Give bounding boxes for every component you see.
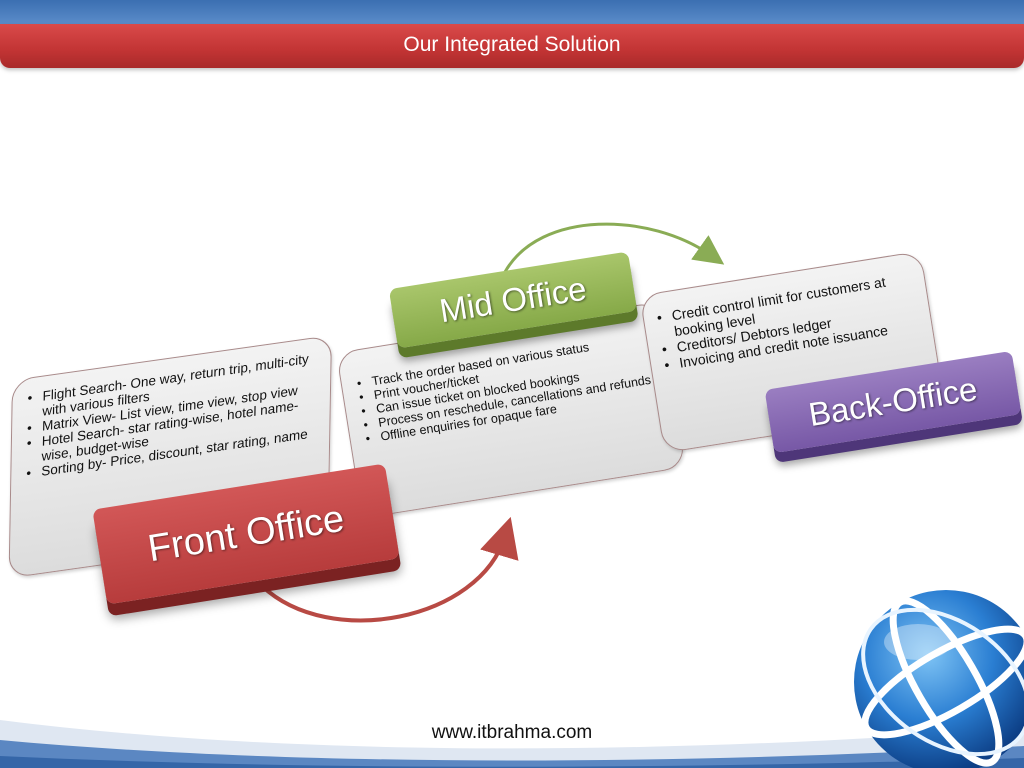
header-band	[0, 0, 1024, 24]
front-office-list: Flight Search- One way, return trip, mul…	[11, 336, 331, 483]
title-bar: Our Integrated Solution	[0, 24, 1024, 68]
footer-wave	[0, 720, 1024, 768]
globe-icon	[854, 590, 1024, 768]
mid-office-panel: Track the order based on various status …	[335, 301, 687, 519]
footer-website-url: www.itbrahma.com	[431, 722, 593, 743]
slide-title: Our Integrated Solution	[403, 33, 621, 56]
back-office-list: Credit control limit for customers at bo…	[640, 252, 932, 375]
